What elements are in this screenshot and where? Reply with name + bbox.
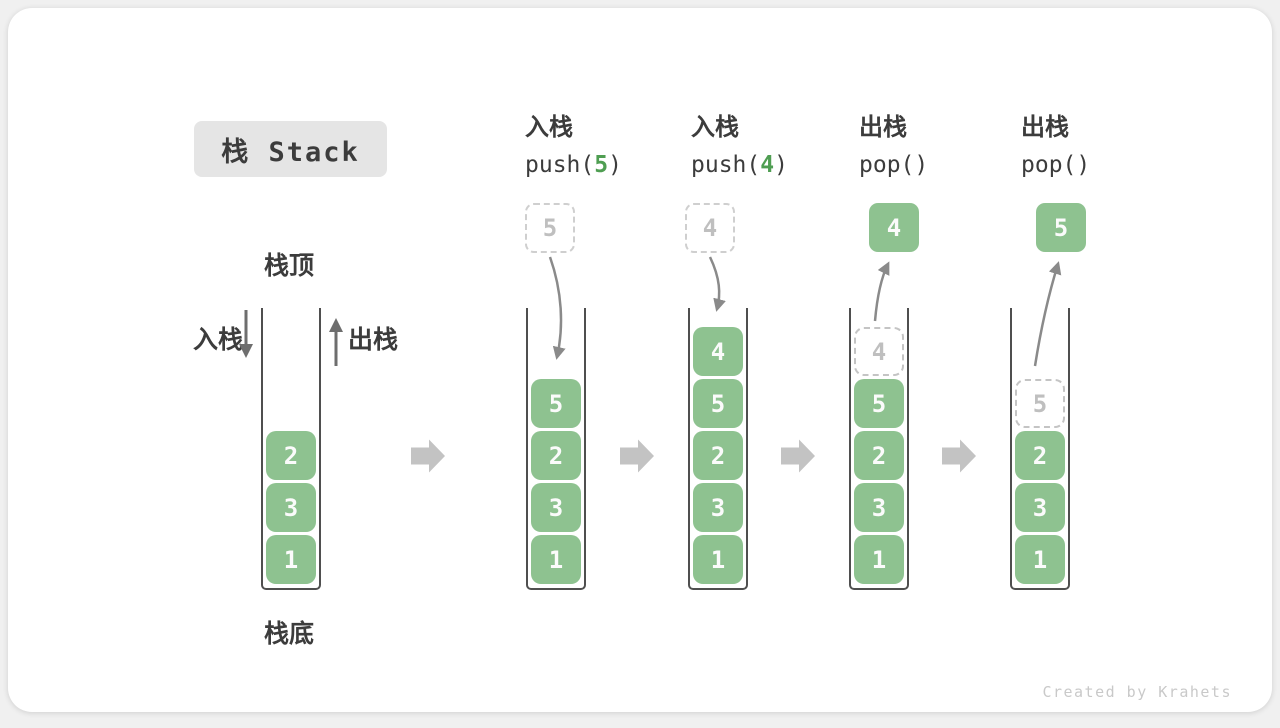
stack-item: 2 [693,431,743,480]
operation-header-push-5: 入栈 push(5) [525,113,675,180]
stack-item: 3 [1015,483,1065,532]
step-arrow-1-icon [411,439,445,473]
stack-item: 3 [266,483,316,532]
title-badge: 栈 Stack [194,121,387,177]
stack-item: 1 [1015,535,1065,584]
floating-value-box-push-5: 5 [525,203,575,253]
code-arg: 5 [594,151,609,178]
stack-item: 2 [266,431,316,480]
step-arrow-3-icon [781,439,815,473]
stack-item: 1 [693,535,743,584]
operation-code: push(4) [691,152,841,180]
diagram-card: 栈 Stack 入栈 push(5) 入栈 push(4) 出栈 pop() 出… [8,8,1272,712]
step-arrow-2-icon [620,439,654,473]
code-pre: push( [525,151,595,178]
step-arrow-4-icon [942,439,976,473]
stack-item: 2 [531,431,581,480]
operation-label: 出栈 [1021,113,1069,141]
stack-top-label: 栈顶 [264,251,315,280]
operation-label: 出栈 [859,113,907,141]
operation-header-pop-2: 出栈 pop() [1021,113,1171,180]
stack-item: 2 [1015,431,1065,480]
pop-side-label: 出栈 [348,325,399,354]
stack-item: 1 [531,535,581,584]
stack-item: 2 [854,431,904,480]
floating-value-box-push-4: 4 [685,203,735,253]
stack-item: 3 [693,483,743,532]
push-4-curve-arrow-icon [708,256,726,312]
operation-label: 入栈 [525,113,573,141]
code-pre: pop() [859,151,929,178]
operation-label: 入栈 [691,113,739,141]
stack-item-ghost: 5 [1015,379,1065,428]
code-pre: pop() [1021,151,1091,178]
stack-bottom-label: 栈底 [264,619,315,648]
stack-item-ghost: 4 [854,327,904,376]
stack-item: 3 [531,483,581,532]
stack-item: 4 [693,327,743,376]
stack-item: 3 [854,483,904,532]
code-arg: 4 [760,151,775,178]
code-post: ) [774,151,788,178]
title-text: 栈 Stack [221,136,360,168]
operation-header-pop-1: 出栈 pop() [859,113,1009,180]
watermark: Created by Krahets [1042,683,1232,701]
code-post: ) [608,151,622,178]
stack-item: 5 [854,379,904,428]
floating-value-box-pop-4: 4 [869,203,919,252]
stack-item: 5 [531,379,581,428]
stack-item: 5 [693,379,743,428]
stack-item: 1 [854,535,904,584]
push-side-label: 入栈 [193,325,244,354]
operation-code: pop() [1021,152,1171,180]
floating-value-box-pop-5: 5 [1036,203,1086,252]
operation-code: push(5) [525,152,675,180]
stack-item: 1 [266,535,316,584]
operation-header-push-4: 入栈 push(4) [691,113,841,180]
code-pre: push( [691,151,761,178]
operation-code: pop() [859,152,1009,180]
